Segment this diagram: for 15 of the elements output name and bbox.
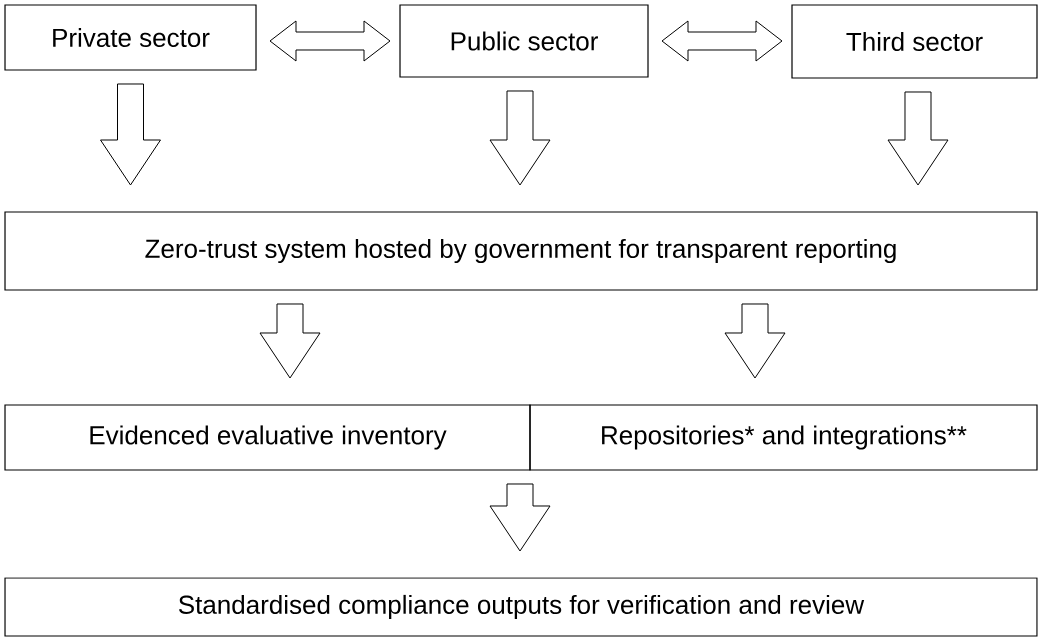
- block-arrow: [724, 303, 786, 379]
- block-arrow: [489, 483, 551, 552]
- block-arrow: [661, 20, 783, 62]
- block-arrow: [100, 83, 161, 186]
- block-arrow: [269, 20, 391, 62]
- block-arrow: [259, 303, 321, 379]
- process-box: Private sector: [4, 4, 257, 71]
- block-arrow: [887, 91, 949, 186]
- process-box: Third sector: [791, 4, 1038, 79]
- process-box: Zero-trust system hosted by government for transparent reporting: [4, 211, 1038, 291]
- process-box: Standardised compliance outputs for verification and review: [4, 577, 1038, 637]
- process-box: Repositories* and integrations**: [529, 404, 1038, 471]
- process-box: Evidenced evaluative inventory: [4, 404, 531, 471]
- process-box: Public sector: [399, 4, 649, 78]
- block-arrow: [489, 90, 551, 186]
